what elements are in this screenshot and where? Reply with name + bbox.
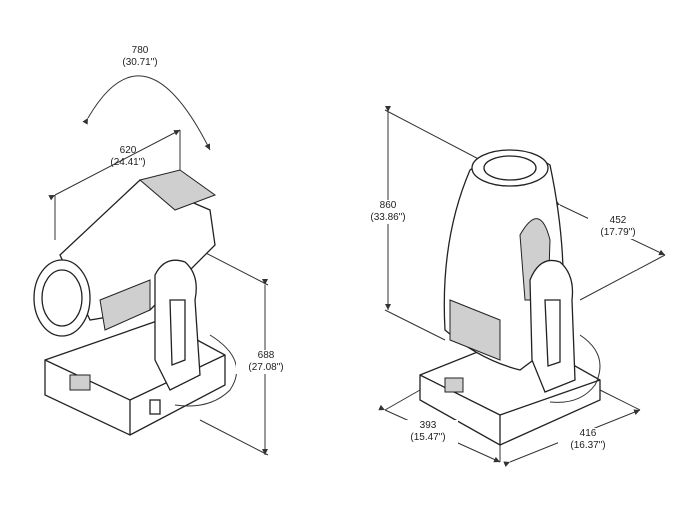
dim-mm: 452 <box>609 215 627 226</box>
dim-in: (17.79") <box>600 227 636 238</box>
dim-mm: 620 <box>119 145 137 156</box>
dim-in: (30.71") <box>122 57 158 68</box>
dim-688: 688(27.08") <box>236 350 296 374</box>
dim-mm: 416 <box>579 428 597 439</box>
dim-in: (16.37") <box>570 440 606 451</box>
dim-mm: 688 <box>257 350 275 361</box>
fixture-right-vertical <box>378 106 666 468</box>
dim-416: 416(16.37") <box>558 428 618 452</box>
dim-860: 860(33.86") <box>358 200 418 224</box>
dim-620: 620(24.41") <box>98 145 158 169</box>
dim-in: (33.86") <box>370 212 406 223</box>
tilt-arc <box>82 75 211 151</box>
dim-in: (24.41") <box>110 157 146 168</box>
dim-mm: 860 <box>379 200 397 211</box>
dim-393: 393(15.47") <box>398 420 458 444</box>
dim-780: 780(30.71") <box>110 45 170 69</box>
dim-mm: 393 <box>419 420 437 431</box>
dim-in: (27.08") <box>248 362 284 373</box>
fixture-left-horizontal <box>33 75 269 456</box>
dim-in: (15.47") <box>410 432 446 443</box>
dim-mm: 780 <box>131 45 149 56</box>
dim-452: 452(17.79") <box>588 215 648 239</box>
